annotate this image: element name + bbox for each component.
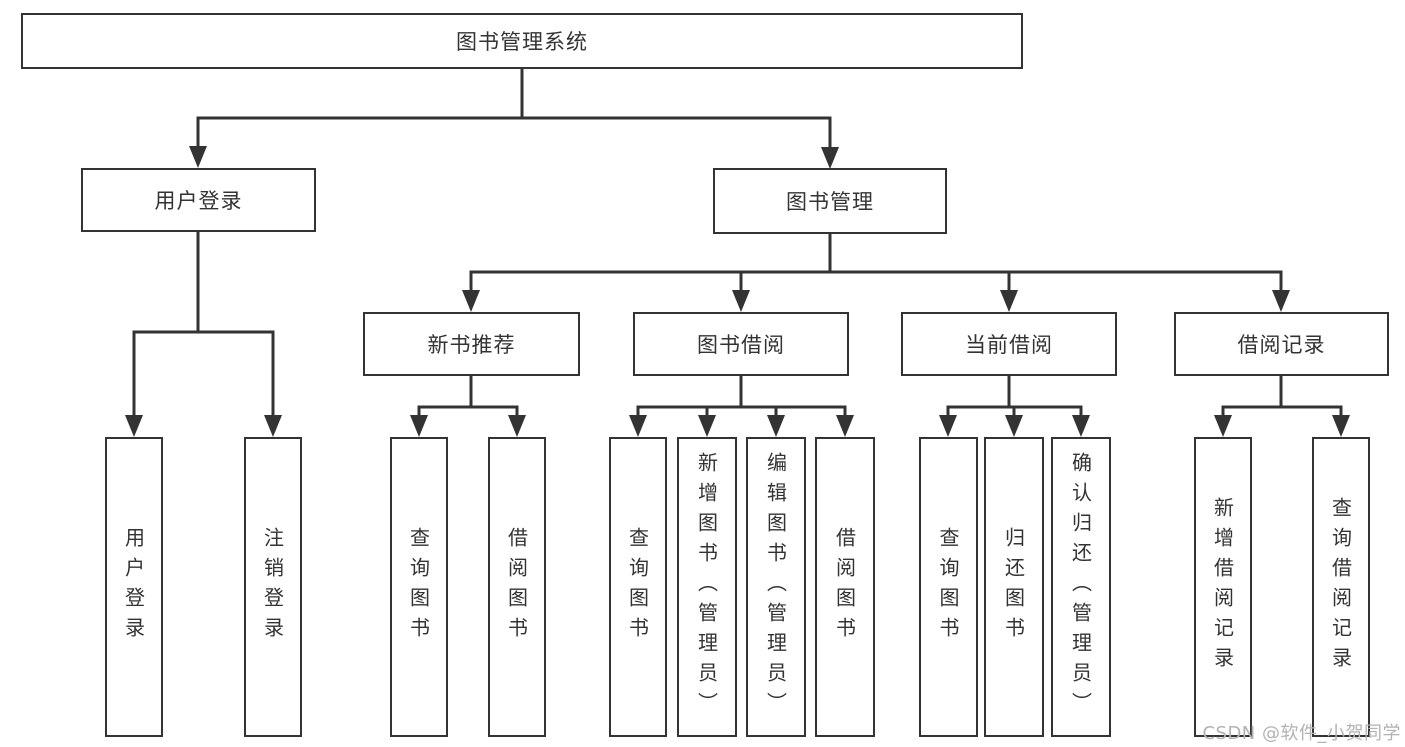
connector-book-management-children <box>462 234 1290 312</box>
node-new-book-recommend: 新书推荐 <box>363 312 580 376</box>
connector-user-login-children <box>125 232 282 437</box>
leaf-br-query-record: 查询借阅记录 <box>1312 437 1370 737</box>
leaf-nbr-borrow-books: 借阅图书 <box>488 437 546 737</box>
connector-root-to-level2 <box>189 69 839 169</box>
connector-current-borrowing-children <box>939 376 1090 437</box>
connector-borrow-records-children <box>1214 376 1350 437</box>
leaf-logout: 注销登录 <box>244 437 302 737</box>
leaf-cb-return-books: 归还图书 <box>984 437 1044 737</box>
node-book-borrowing: 图书借阅 <box>633 312 849 376</box>
leaf-cb-confirm-return-admin: 确认归还（管理员） <box>1051 437 1111 737</box>
node-book-management: 图书管理 <box>713 168 947 234</box>
node-borrow-records: 借阅记录 <box>1174 312 1389 376</box>
csdn-watermark: CSDN @软件_小贺同学 <box>1202 723 1401 744</box>
leaf-br-add-record: 新增借阅记录 <box>1194 437 1252 737</box>
connector-new-book-recommend-children <box>410 376 526 437</box>
leaf-user-login: 用户登录 <box>105 437 163 737</box>
leaf-bb-edit-books-admin: 编辑图书（管理员） <box>746 437 806 737</box>
leaf-bb-add-books-admin: 新增图书（管理员） <box>677 437 737 737</box>
leaf-nbr-query-books: 查询图书 <box>390 437 448 737</box>
connector-book-borrowing-children <box>629 376 854 437</box>
leaf-bb-borrow-books: 借阅图书 <box>815 437 875 737</box>
node-root: 图书管理系统 <box>21 13 1023 69</box>
leaf-bb-query-books: 查询图书 <box>609 437 667 737</box>
node-current-borrowing: 当前借阅 <box>901 312 1117 376</box>
leaf-cb-query-books: 查询图书 <box>919 437 978 737</box>
node-user-login: 用户登录 <box>81 168 316 232</box>
